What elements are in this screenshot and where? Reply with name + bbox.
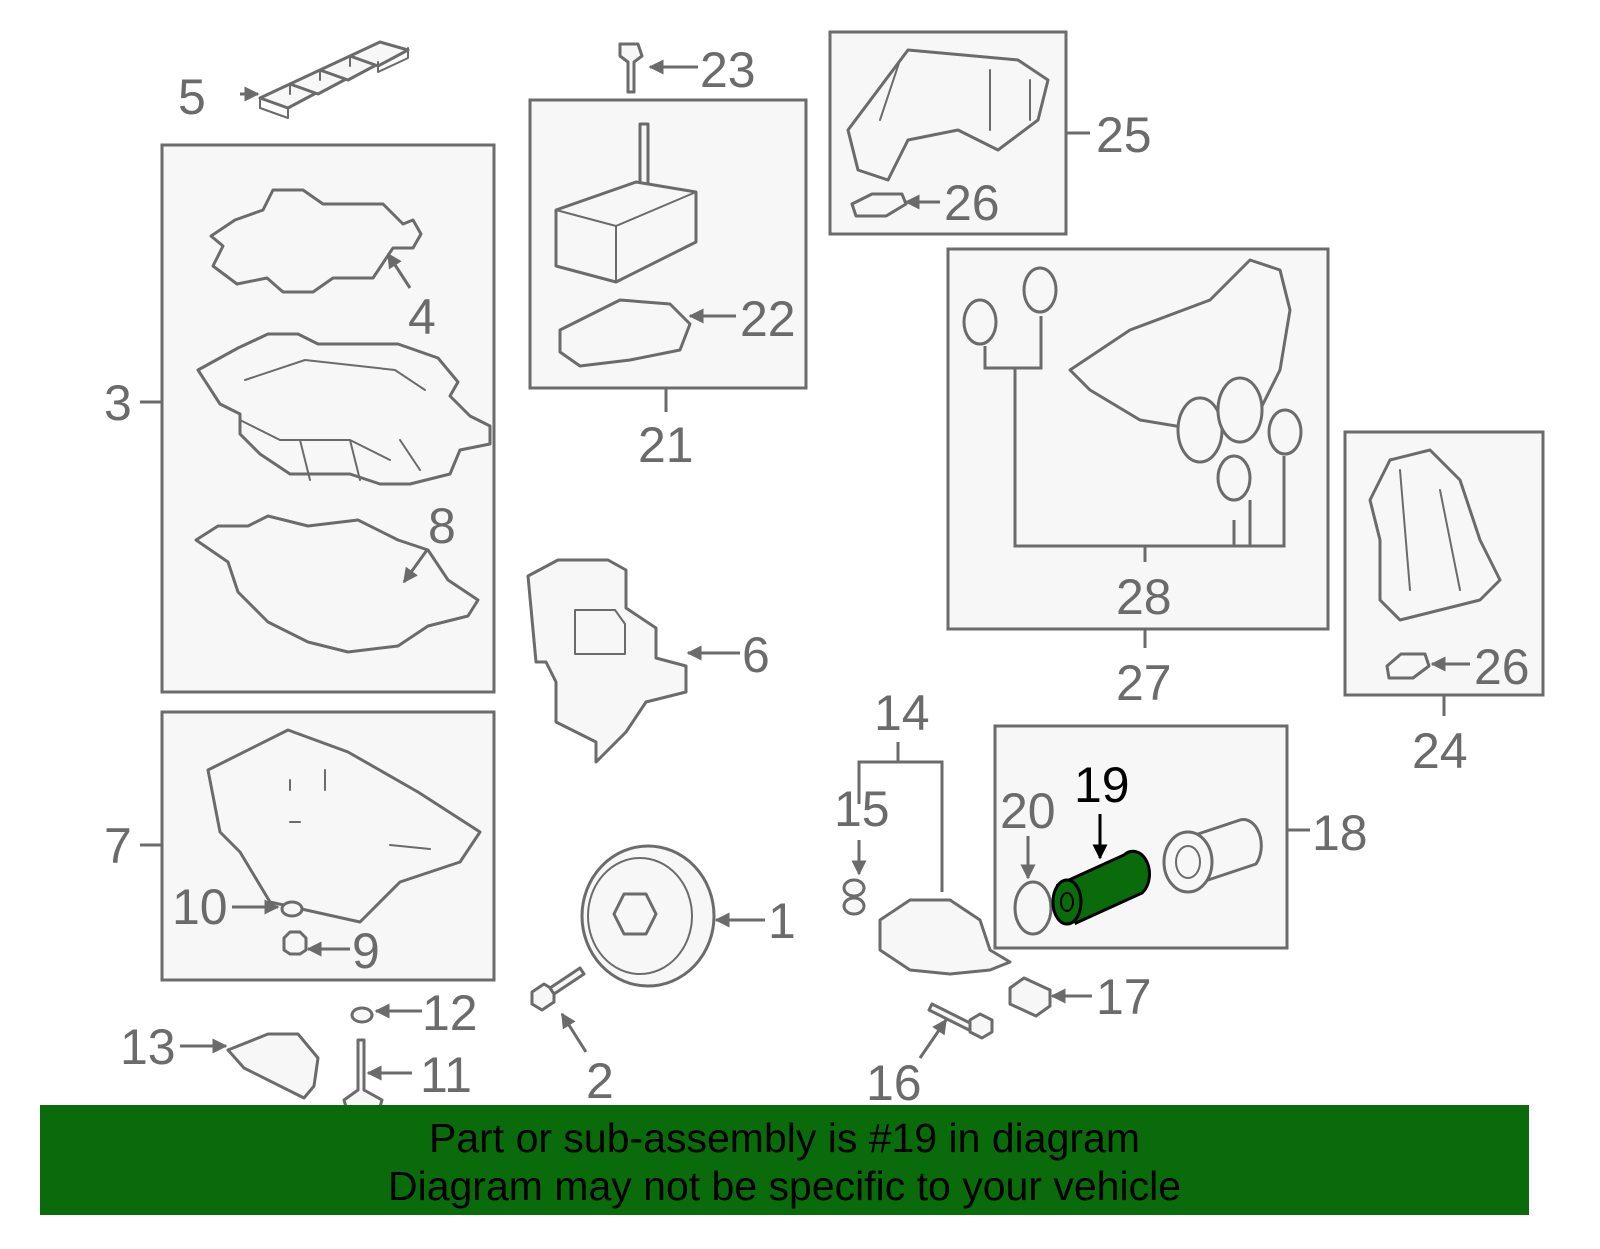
part-19-oil-filter — [1051, 849, 1151, 926]
callout-12: 12 — [422, 985, 478, 1041]
banner-line-2: Diagram may not be specific to your vehi… — [387, 1163, 1181, 1209]
bracket-14 — [857, 742, 944, 892]
callout-11: 11 — [420, 1047, 472, 1103]
part-1-pulley — [580, 844, 716, 988]
part-21-oil-cooler — [554, 122, 698, 284]
part-7-lower-pan — [206, 728, 482, 924]
part-20-seal — [1013, 880, 1053, 936]
part-28-seals — [962, 266, 1303, 502]
callout-18: 18 — [1312, 805, 1368, 861]
callout-26b: 26 — [1474, 639, 1530, 695]
part-27-housing — [1068, 258, 1292, 464]
leader-16 — [918, 1018, 948, 1059]
leader-2 — [560, 1012, 588, 1053]
callout-2: 2 — [586, 1053, 614, 1109]
part-5-clips — [258, 40, 410, 119]
part-6-shield — [526, 558, 688, 764]
info-banner: Part or sub-assembly is #19 in diagram D… — [40, 1105, 1529, 1215]
callout-7: 7 — [104, 818, 132, 874]
callout-25: 25 — [1096, 107, 1152, 163]
part-2-bolt — [530, 966, 586, 1012]
part-12-washer — [350, 1006, 374, 1024]
part-19-hole — [1060, 892, 1074, 912]
callout-4: 4 — [408, 289, 436, 345]
callout-28: 28 — [1116, 569, 1172, 625]
callout-10: 10 — [172, 879, 228, 935]
callout-27: 27 — [1116, 655, 1172, 711]
leader-8 — [402, 549, 429, 584]
banner-line-1: Part or sub-assembly is #19 in diagram — [429, 1115, 1140, 1161]
callout-14: 14 — [874, 685, 930, 741]
callout-15: 15 — [834, 781, 890, 837]
callout-21: 21 — [638, 417, 694, 473]
callout-8: 8 — [428, 498, 456, 554]
callout-19: 19 — [1074, 757, 1130, 813]
part-3-oil-pan — [196, 332, 492, 486]
leader-4 — [386, 252, 412, 289]
callout-1: 1 — [768, 893, 796, 949]
part-10-washer — [280, 900, 304, 918]
part-18-filter-housing — [1162, 818, 1263, 894]
part-25-duct — [846, 48, 1050, 182]
callout-3: 3 — [104, 375, 132, 431]
part-8-gasket — [194, 514, 480, 654]
part-15-orings — [842, 878, 866, 916]
callout-5: 5 — [178, 69, 206, 125]
callout-23: 23 — [700, 42, 756, 98]
callout-13: 13 — [120, 1019, 176, 1075]
callout-16: 16 — [866, 1055, 922, 1111]
part-11-dipstick-tube — [342, 1038, 384, 1116]
part-9-plug — [282, 930, 308, 956]
part-14-adapter — [878, 898, 1012, 976]
callout-22: 22 — [740, 291, 796, 347]
callout-6: 6 — [742, 627, 770, 683]
bracket-28 — [983, 316, 1286, 562]
part-22-gasket — [558, 298, 692, 368]
part-4-gasket — [209, 188, 423, 294]
part-17-sensor — [1008, 976, 1052, 1018]
part-13-bracket — [226, 1032, 320, 1100]
part-24-duct — [1368, 448, 1502, 622]
callout-26a: 26 — [944, 175, 1000, 231]
part-6-detail — [574, 609, 626, 655]
callout-20: 20 — [1000, 783, 1056, 839]
callout-17: 17 — [1096, 969, 1152, 1025]
part-26b-seal — [1385, 652, 1431, 680]
part-23-bolt — [618, 42, 644, 94]
callout-24: 24 — [1412, 723, 1468, 779]
callout-9: 9 — [352, 923, 380, 979]
part-16-bolt — [927, 1002, 994, 1040]
